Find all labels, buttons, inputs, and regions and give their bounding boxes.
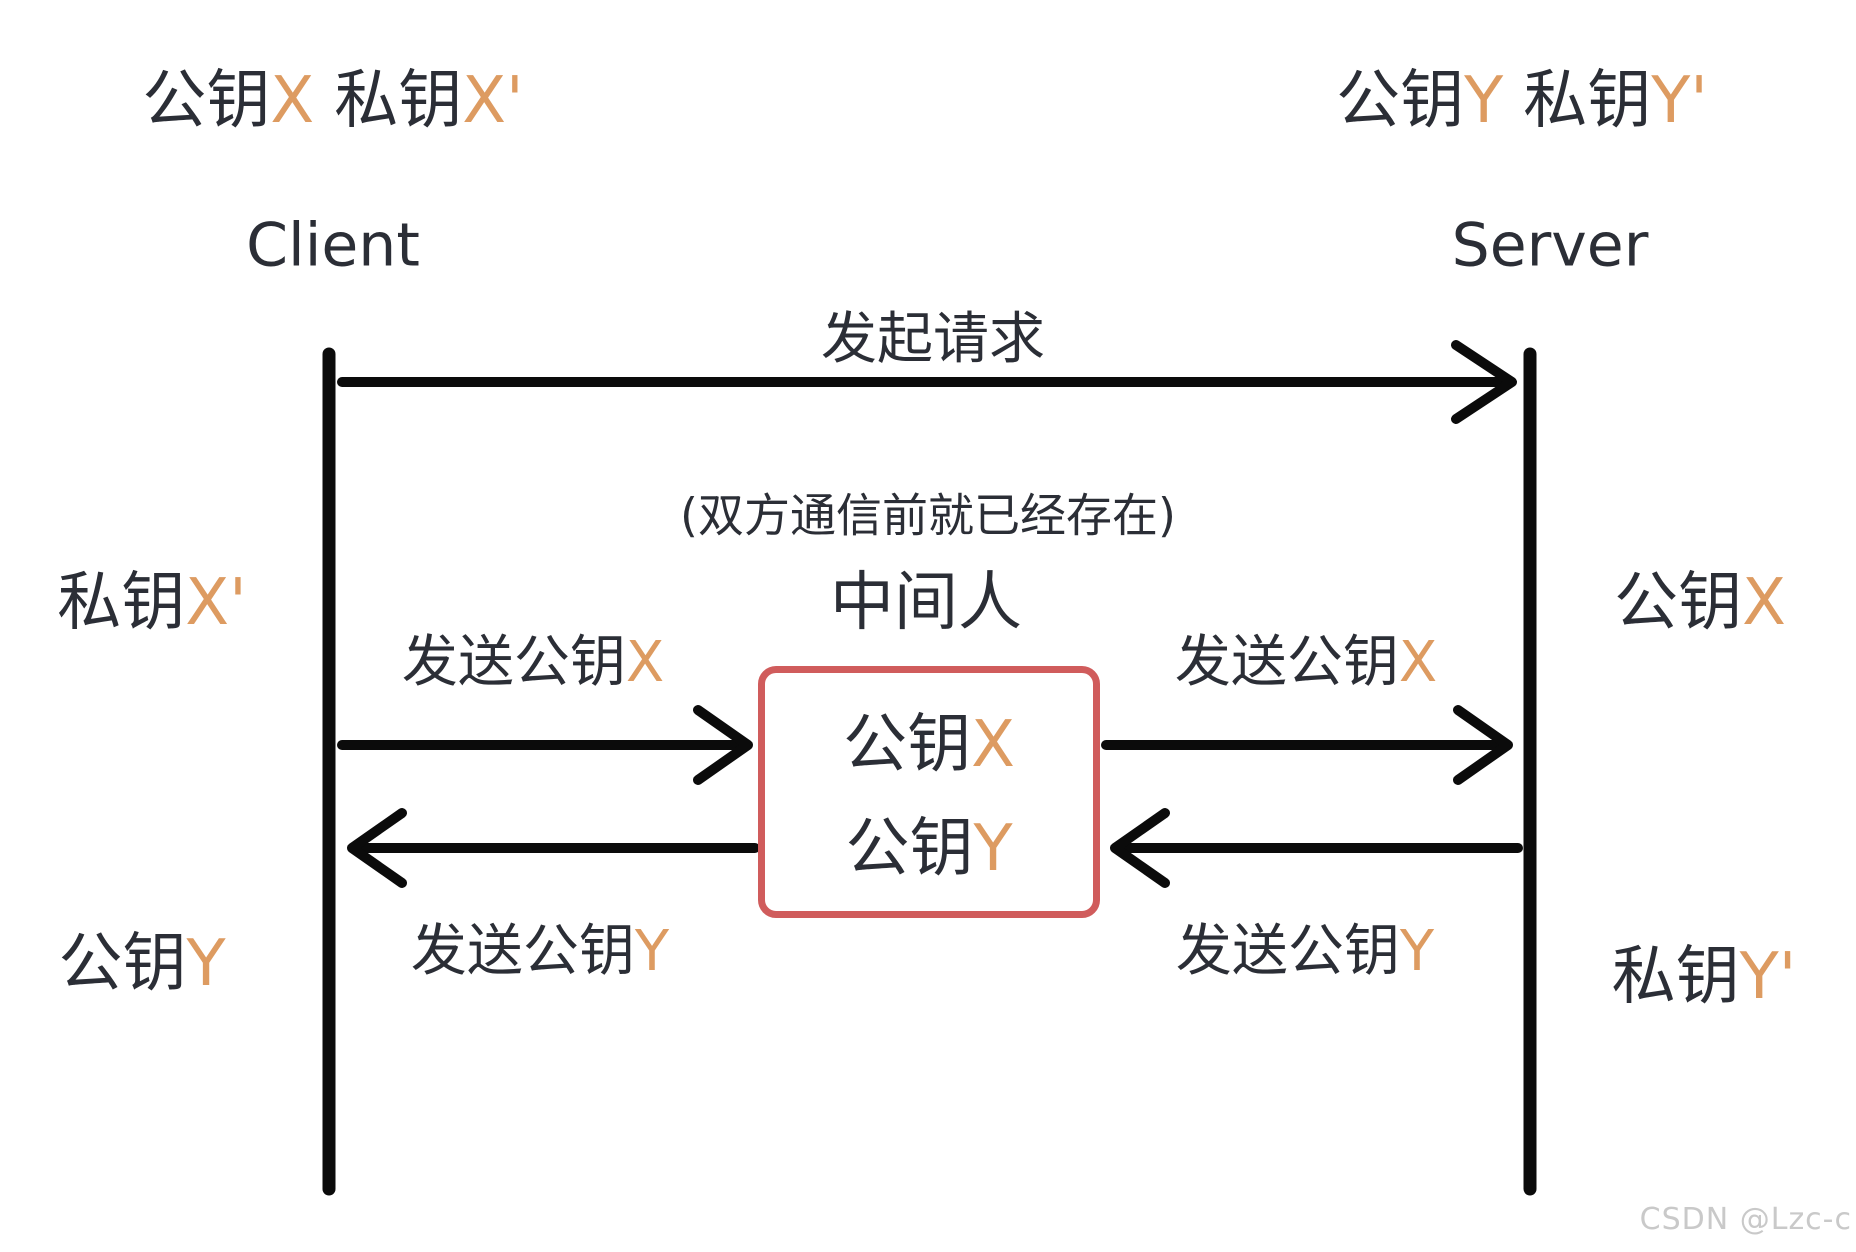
- send-prefix: 发送公钥: [401, 629, 626, 695]
- mitm-box-public-y: 公钥Y: [845, 811, 1013, 887]
- client-keys-private-prefix: 私钥: [334, 64, 463, 139]
- server-public-key-symbol: Y: [1464, 64, 1504, 139]
- server-side-public-key-label: 公钥X: [1614, 566, 1786, 641]
- sent-key-symbol: Y: [1399, 918, 1435, 984]
- client-sends-x-arrow: [337, 705, 753, 785]
- public-key-prefix: 公钥: [843, 708, 972, 782]
- send-public-y-right-label: 发送公钥Y: [1175, 918, 1435, 984]
- public-key-symbol: Y: [186, 927, 226, 1002]
- server-title: Server: [1451, 210, 1649, 281]
- public-key-prefix: 公钥: [1614, 566, 1743, 641]
- server-keys-public-prefix: 公钥: [1336, 64, 1465, 139]
- server-keys-private-prefix: 私钥: [1523, 64, 1652, 139]
- request-arrow-label: 发起请求: [821, 306, 1045, 372]
- send-prefix: 发送公钥: [1175, 918, 1400, 984]
- server-sends-y-arrow: [1110, 808, 1523, 888]
- send-prefix: 发送公钥: [1174, 629, 1399, 695]
- client-side-public-key-label: 公钥Y: [58, 927, 226, 1002]
- client-private-key-symbol: X': [462, 64, 524, 139]
- sent-key-symbol: Y: [634, 918, 670, 984]
- send-public-x-right-label: 发送公钥X: [1174, 629, 1438, 695]
- private-key-symbol: X': [185, 566, 247, 641]
- private-key-symbol: Y': [1739, 940, 1797, 1015]
- public-key-prefix: 公钥: [845, 811, 974, 886]
- send-prefix: 发送公钥: [410, 918, 635, 984]
- mitm-sends-x-to-server-arrow: [1101, 705, 1513, 785]
- mitm-box-public-x: 公钥X: [843, 708, 1015, 783]
- send-public-y-left-label: 发送公钥Y: [410, 918, 670, 984]
- sent-key-symbol: X: [625, 629, 665, 695]
- client-public-key-symbol: X: [270, 64, 315, 139]
- mitm-sends-y-to-client-arrow: [347, 808, 760, 888]
- server-keys-caption: 公钥Y 私钥Y': [1336, 64, 1708, 139]
- server-side-private-key-label: 私钥Y': [1611, 940, 1797, 1015]
- client-keys-public-prefix: 公钥: [142, 64, 271, 139]
- private-key-prefix: 私钥: [57, 566, 186, 641]
- mitm-keys-box: 公钥X 公钥Y: [758, 666, 1100, 918]
- public-key-prefix: 公钥: [58, 927, 187, 1002]
- send-public-x-left-label: 发送公钥X: [401, 629, 665, 695]
- csdn-watermark: CSDN @Lzc-c: [1639, 1202, 1852, 1237]
- private-key-prefix: 私钥: [1611, 940, 1740, 1015]
- public-key-symbol: Y: [973, 811, 1013, 886]
- mitm-note: (双方通信前就已经存在): [680, 488, 1176, 543]
- client-keys-caption: 公钥X 私钥X': [142, 64, 524, 139]
- client-side-private-key-label: 私钥X': [57, 566, 247, 641]
- public-key-symbol: X: [971, 708, 1015, 782]
- mitm-title: 中间人: [830, 566, 1022, 641]
- request-arrow: [337, 340, 1517, 424]
- sent-key-symbol: X: [1398, 629, 1438, 695]
- public-key-symbol: X: [1742, 566, 1786, 641]
- client-title: Client: [246, 210, 420, 281]
- server-private-key-symbol: Y': [1651, 64, 1708, 139]
